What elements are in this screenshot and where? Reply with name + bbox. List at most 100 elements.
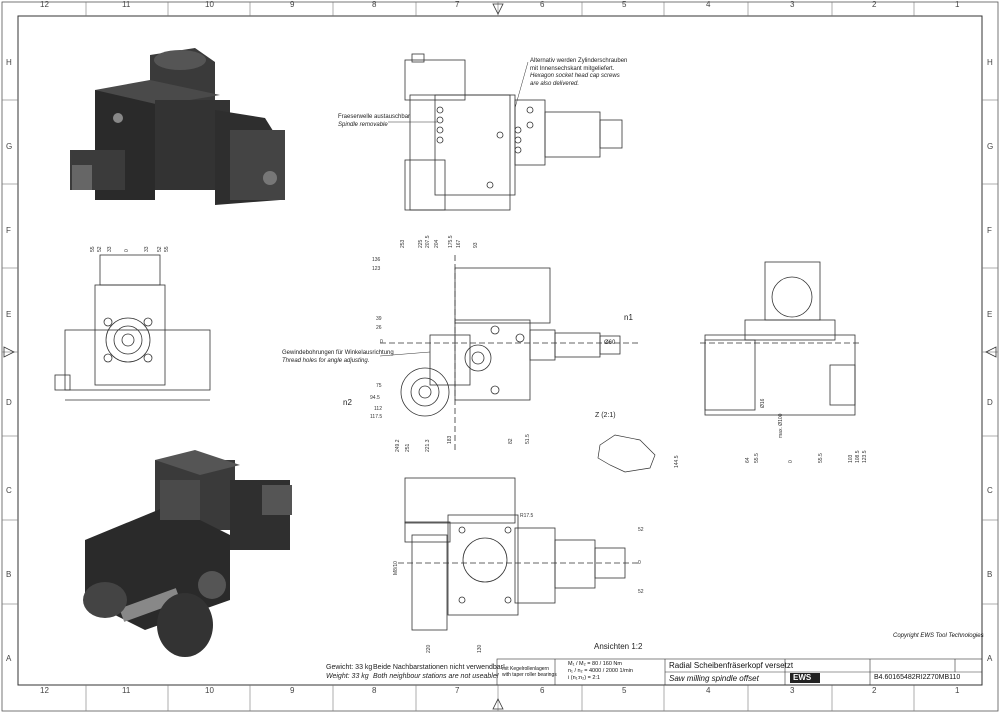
column-label: 1 <box>955 686 960 695</box>
column-label: 8 <box>372 686 377 695</box>
dimension: 117.5 <box>370 414 383 420</box>
dimension: 52 <box>157 246 163 252</box>
bottom-view <box>398 477 640 631</box>
dimension: 103 <box>848 454 854 463</box>
dimension: M8/10 <box>393 561 399 575</box>
column-label: 3 <box>790 686 795 695</box>
dimension: 0 <box>380 339 383 345</box>
dimension: 55.5 <box>818 453 824 463</box>
dimension: 94.5 <box>370 395 380 401</box>
row-label: F <box>6 226 11 235</box>
n2-label: n2 <box>343 398 352 407</box>
dimension: R17.5 <box>520 513 534 519</box>
column-label: 3 <box>790 0 795 9</box>
shaft-diameter: Ø60 <box>604 340 616 346</box>
column-label: 5 <box>622 0 627 9</box>
main-front-view <box>380 255 640 450</box>
dimension: 82 <box>508 438 514 444</box>
column-label: 7 <box>455 686 460 695</box>
dimension: 220 <box>426 644 432 653</box>
dimension: 55 <box>164 246 170 252</box>
dimension: 225 <box>418 239 424 248</box>
row-label: A <box>987 654 993 663</box>
row-label: D <box>6 398 12 407</box>
dimension: 112 <box>374 406 382 412</box>
dimension: 136 <box>372 257 381 263</box>
ews-logo <box>790 673 820 683</box>
side-view-left <box>54 254 211 401</box>
dimension: 0 <box>124 249 130 252</box>
row-label: H <box>987 58 993 67</box>
row-label: E <box>987 310 993 319</box>
column-label: 2 <box>872 686 877 695</box>
row-label: C <box>987 486 993 495</box>
column-label: 2 <box>872 0 877 9</box>
dimension: 0 <box>788 460 794 463</box>
column-label: 6 <box>540 686 545 695</box>
dimension: 175.5 <box>448 235 454 248</box>
column-label: 10 <box>205 686 214 695</box>
detail-z <box>597 434 656 473</box>
column-label: 4 <box>706 0 711 9</box>
dimension: 39 <box>376 316 382 322</box>
column-label: 11 <box>122 0 131 9</box>
row-label: E <box>6 310 12 319</box>
column-label: 7 <box>455 0 460 9</box>
dimension: 130 <box>477 644 483 653</box>
note-alt-screws: Alternativ werden Zylinderschrauben mit … <box>530 58 628 87</box>
iso-view-bottom <box>83 450 292 657</box>
copyright: Copyright EWS Tool Technologies <box>893 633 984 639</box>
dimension: 52 <box>638 589 644 595</box>
column-label: 9 <box>290 0 295 9</box>
column-label: 6 <box>540 0 545 9</box>
row-label: D <box>987 398 993 407</box>
column-label: 1 <box>955 0 960 9</box>
part-number: B4.60165482RI2Z70MB110 <box>874 674 961 681</box>
dimension: 51.5 <box>525 434 531 444</box>
dimension: 183 <box>447 435 453 444</box>
dimension: 144.5 <box>674 455 680 468</box>
column-label: 9 <box>290 686 295 695</box>
column-label: 4 <box>706 686 711 695</box>
title-de: Radial Scheibenfräserkopf versetzt <box>669 661 794 670</box>
dimension: 221.3 <box>425 439 431 452</box>
row-label: G <box>987 142 994 151</box>
dimension: max. Ø100 <box>778 413 784 438</box>
dimension: 26 <box>376 325 382 331</box>
stations-warning: Beide Nachbarstationen nicht verwendbar!… <box>373 664 505 680</box>
row-label: F <box>987 226 992 235</box>
company-logo-text: EWS <box>793 673 812 682</box>
dimension: 123 <box>372 266 381 272</box>
column-label: 12 <box>40 0 49 9</box>
dimension: 33 <box>144 246 150 252</box>
dimension: 75 <box>376 383 382 389</box>
iso-view-top <box>70 48 285 205</box>
dimension: 55 <box>90 246 96 252</box>
views-scale-label: Ansichten 1:2 <box>594 642 643 651</box>
dimension: 249.2 <box>395 439 401 452</box>
title-en: Saw milling spindle offset <box>669 674 759 683</box>
column-label: 10 <box>205 0 214 9</box>
dimension: 33 <box>107 246 113 252</box>
column-label: 8 <box>372 0 377 9</box>
n1-label: n1 <box>624 313 633 322</box>
top-elevation-view <box>404 53 623 211</box>
dimension: 64 <box>745 457 751 463</box>
detail-z-label: Z (2:1) <box>595 412 616 419</box>
row-label: B <box>6 570 12 579</box>
dimension: 52 <box>97 246 103 252</box>
column-label: 12 <box>40 686 49 695</box>
row-label: H <box>6 58 12 67</box>
dimension: 204 <box>434 239 440 248</box>
dimension: 52 <box>638 527 644 533</box>
dimension: 108.5 <box>855 450 861 463</box>
dimension: 123.5 <box>862 450 868 463</box>
note-thread-holes: Gewindebohrungen für Winkelausrichtung T… <box>282 350 394 364</box>
dimension: 93 <box>473 242 479 248</box>
dimension: 0 <box>638 560 641 566</box>
column-label: 5 <box>622 686 627 695</box>
note-spindle: Fraeserwelle austauschbar Spindle remova… <box>338 114 411 128</box>
spec-block: M₁ / M₂ = 80 / 160 Nm n₁ / n₂ = 4000 / 2… <box>568 661 633 682</box>
dimension: 55.5 <box>754 453 760 463</box>
